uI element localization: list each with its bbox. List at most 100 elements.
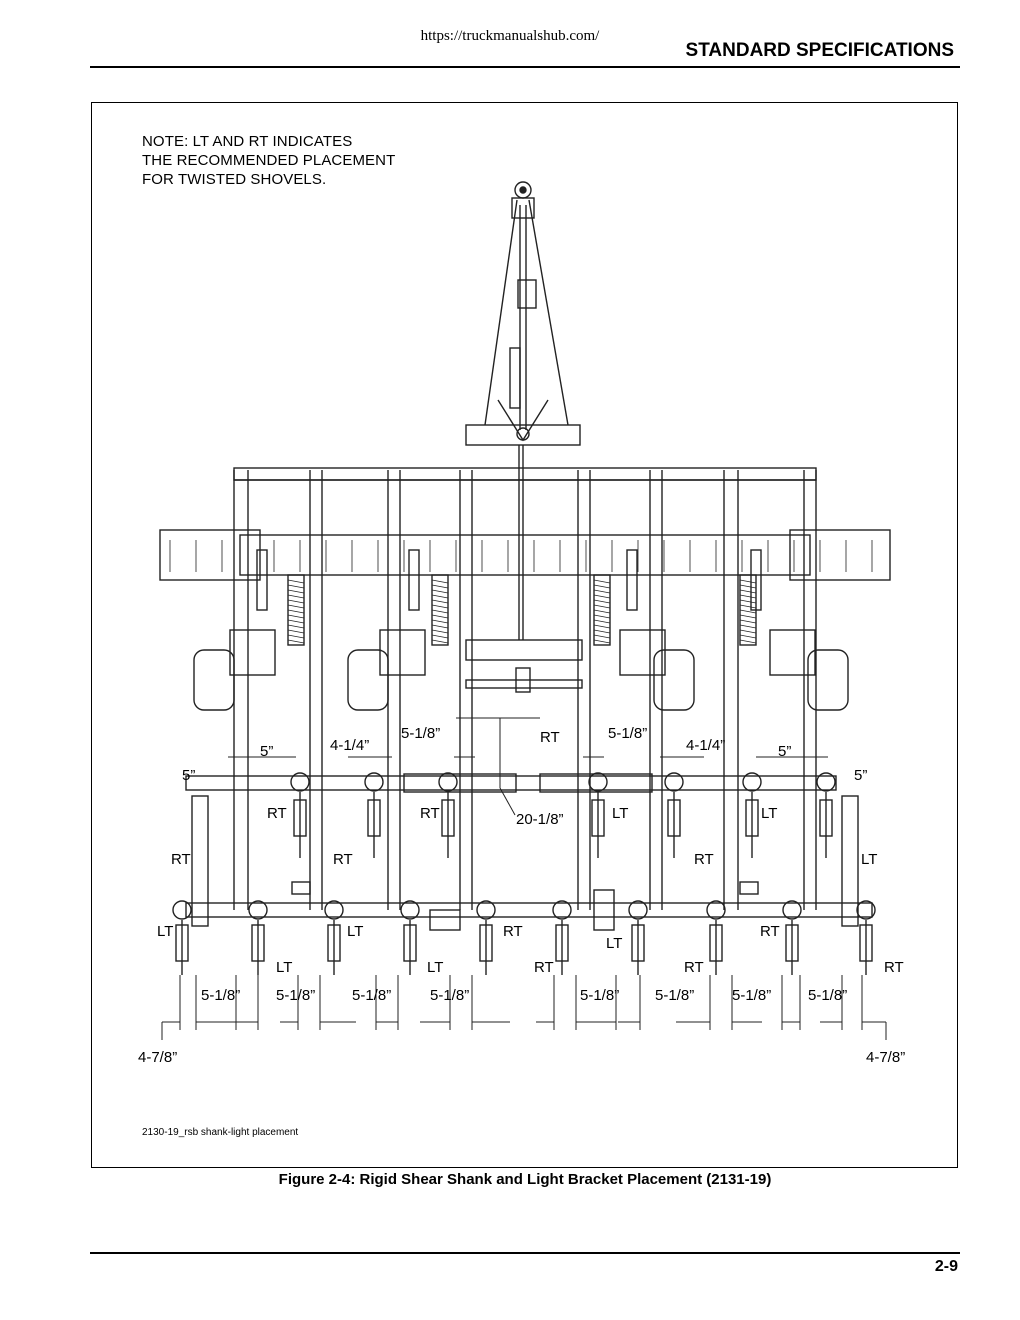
shovel-orientation-label: RT: [760, 923, 780, 940]
rear-shank-clamp: [476, 900, 496, 920]
rear-shank-body: [175, 924, 189, 962]
front-bar-center-right: [539, 773, 653, 793]
light-bracket-right: [593, 889, 615, 931]
spring-coil: [593, 579, 611, 584]
spring-coil: [739, 594, 757, 599]
dimension-label: 5”: [260, 743, 274, 760]
shovel-orientation-label: LT: [861, 851, 878, 868]
front-shank-body: [293, 799, 307, 837]
spring-coil: [593, 599, 611, 604]
wheel-mount: [619, 629, 666, 676]
spring-coil: [593, 634, 611, 639]
shovel-orientation-label: RT: [333, 851, 353, 868]
outer-right-shank: [841, 795, 859, 927]
jack-bracket: [517, 279, 537, 309]
rear-shank-body: [859, 924, 873, 962]
front-shank-clamp: [742, 772, 762, 792]
spring-coil: [431, 624, 449, 629]
rear-shank-body: [251, 924, 265, 962]
spring-coil: [739, 634, 757, 639]
front-shank-clamp: [664, 772, 684, 792]
spring-coil: [287, 584, 305, 589]
shovel-orientation-label: LT: [761, 805, 778, 822]
spring-coil: [287, 624, 305, 629]
dimension-label: 4-1/4”: [330, 737, 370, 754]
shovel-orientation-label: LT: [606, 935, 623, 952]
spring-coil: [431, 619, 449, 624]
spring-coil: [593, 589, 611, 594]
spring-coil: [431, 629, 449, 634]
light-bracket-left: [429, 909, 461, 931]
spring-coil: [287, 594, 305, 599]
spring-coil: [287, 589, 305, 594]
spring-coil: [287, 629, 305, 634]
figure-caption: Figure 2-4: Rigid Shear Shank and Light …: [278, 1171, 772, 1188]
note-line-1: NOTE: LT AND RT INDICATES: [142, 133, 353, 150]
spring-coil: [593, 584, 611, 589]
shovel-orientation-label: LT: [427, 959, 444, 976]
shovel-orientation-label: RT: [884, 959, 904, 976]
spring-coil: [739, 619, 757, 624]
tongue-left-rail: [484, 199, 518, 426]
hydraulic-cylinder: [408, 549, 420, 611]
source-url: https://truckmanualshub.com/: [420, 28, 600, 44]
hydraulic-cylinder: [256, 549, 268, 611]
dimension-label: 4-7/8”: [866, 1049, 906, 1066]
dimension-label: 5-1/8”: [276, 987, 316, 1004]
left-gang-bar: [159, 529, 261, 581]
shovel-orientation-label: LT: [612, 805, 629, 822]
dimension-label: 5-1/8”: [201, 987, 241, 1004]
spring-coil: [431, 614, 449, 619]
rear-shank-clamp: [552, 900, 572, 920]
front-shank-clamp: [438, 772, 458, 792]
hitch-clevis: [511, 197, 535, 219]
section-title: STANDARD SPECIFICATIONS: [685, 40, 954, 61]
spring-coil: [431, 599, 449, 604]
outer-left-shank: [191, 795, 209, 927]
spring-coil: [739, 629, 757, 634]
tongue-pivot: [516, 427, 530, 441]
center-cross-tube: [465, 639, 583, 661]
spring-coil: [593, 624, 611, 629]
rear-shank-bar: [185, 902, 873, 918]
spring-coil: [593, 619, 611, 624]
spring-coil: [287, 579, 305, 584]
spring-coil: [431, 594, 449, 599]
spring-coil: [739, 599, 757, 604]
spring-coil: [431, 609, 449, 614]
tongue-right-rail: [528, 199, 569, 426]
dimension-label: 5-1/8”: [401, 725, 441, 742]
marker-bracket-left: [291, 881, 311, 895]
front-shank-body: [441, 799, 455, 837]
spring-coil: [431, 584, 449, 589]
rear-shank-clamp: [856, 900, 876, 920]
dimension-label: 5-1/8”: [430, 987, 470, 1004]
spring-coil: [593, 604, 611, 609]
header-rule: [90, 66, 960, 68]
dimension-label: 5-1/8”: [352, 987, 392, 1004]
wheel-mount: [769, 629, 816, 676]
dimension-label: 5-1/8”: [732, 987, 772, 1004]
dimension-label: 5”: [778, 743, 792, 760]
tongue-v-brace: [497, 399, 549, 442]
spring-coil: [287, 604, 305, 609]
front-shank-body: [367, 799, 381, 837]
rear-shank-body: [479, 924, 493, 962]
spring-coil: [739, 614, 757, 619]
hydraulic-cylinder: [750, 549, 762, 611]
shovel-orientation-label: LT: [276, 959, 293, 976]
spring-coil: [593, 614, 611, 619]
dimension-label: 4-7/8”: [138, 1049, 178, 1066]
rear-shank-clamp: [400, 900, 420, 920]
rear-shank-clamp: [782, 900, 802, 920]
dimension-label: 20-1/8”: [516, 811, 564, 828]
gauge-wheel: [807, 649, 849, 711]
note-line-2: THE RECOMMENDED PLACEMENT: [142, 152, 396, 169]
leader-line: [499, 787, 516, 816]
front-shank-clamp: [364, 772, 384, 792]
spring-coil: [593, 609, 611, 614]
spring-coil: [287, 619, 305, 624]
center-lower-tube: [465, 679, 583, 689]
dimension-label: 5-1/8”: [655, 987, 695, 1004]
rear-shank-body: [555, 924, 569, 962]
